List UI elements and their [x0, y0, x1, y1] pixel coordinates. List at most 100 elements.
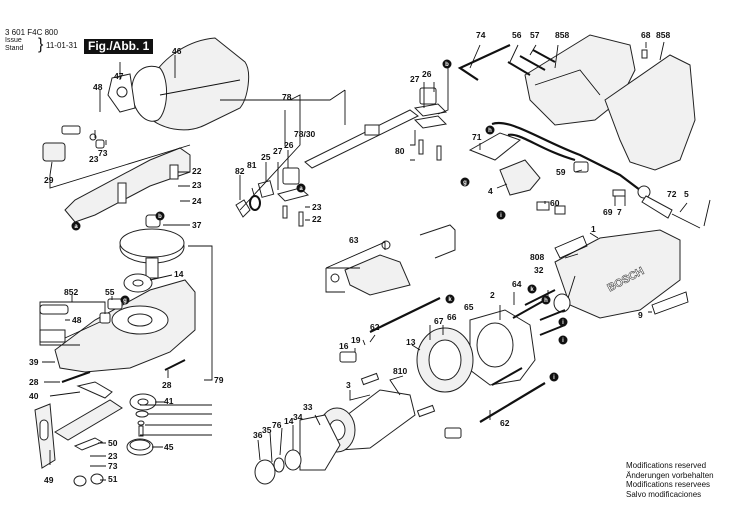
label-41: 41 [164, 396, 174, 406]
part-50-plate[interactable] [73, 437, 104, 451]
label-80: 80 [395, 146, 405, 156]
label-79: 79 [214, 375, 224, 385]
part-59-clip[interactable] [573, 161, 589, 173]
modifications-notice: Modifications reserved Änderungen vorbeh… [626, 461, 714, 499]
part-73-screw[interactable] [89, 133, 105, 149]
part-29-clamp[interactable] [42, 125, 81, 162]
part-82-washer[interactable] [235, 199, 251, 218]
svg-text:h: h [488, 128, 492, 134]
label-22: 22 [192, 166, 202, 176]
svg-text:i: i [500, 213, 502, 219]
part-1-motor-housing[interactable]: BOSCH [554, 229, 681, 319]
label-16: 16 [339, 341, 349, 351]
part-5-cable[interactable] [671, 213, 701, 229]
label-72: 72 [667, 189, 677, 199]
part-858-handle-right[interactable] [604, 54, 696, 171]
part-45-ring[interactable] [126, 438, 154, 456]
label-27: 27 [273, 146, 283, 156]
part-71-board[interactable] [468, 132, 522, 161]
label-40: 40 [29, 391, 39, 401]
part-47-guard-plate[interactable] [107, 73, 136, 113]
label-22b: 22 [312, 214, 322, 224]
label-13: 13 [406, 337, 416, 347]
part-wiring[interactable] [491, 121, 641, 191]
part-gear-wheel[interactable] [119, 228, 185, 279]
part-7-clamp[interactable] [612, 189, 626, 197]
part-60-terminal[interactable] [536, 201, 566, 215]
label-63: 63 [349, 235, 359, 245]
part-26-bushing-left[interactable] [282, 167, 300, 185]
marker-b-2: b [442, 59, 452, 69]
part-13-fan-housing[interactable] [416, 327, 474, 393]
part-808-label[interactable] [554, 235, 588, 259]
label-81: 81 [247, 160, 257, 170]
marker-g-2: g [460, 177, 470, 187]
mod-line-fr: Modifications reservees [626, 480, 711, 489]
leader-lines [39, 41, 711, 481]
part-14-bearing-top[interactable] [123, 273, 153, 293]
part-78-plunger-rod[interactable] [304, 109, 419, 169]
part-40-plate[interactable] [76, 381, 113, 399]
label-65: 65 [464, 302, 474, 312]
part-27-bracket-right[interactable] [413, 103, 448, 129]
part-72-cable-sleeve[interactable] [637, 185, 673, 219]
part-62-wire-lower[interactable] [479, 382, 546, 423]
label-78-30: 78/30 [294, 129, 316, 139]
label-28b: 28 [162, 380, 172, 390]
label-14b: 14 [284, 416, 294, 426]
part-2-stator[interactable] [469, 309, 536, 386]
label-5: 5 [684, 189, 689, 199]
part-28-screw-right[interactable] [164, 359, 186, 371]
label-19: 19 [351, 335, 361, 345]
part-carbon-brushes[interactable] [360, 372, 436, 418]
part-80-screws[interactable] [418, 139, 442, 161]
part-63-lever[interactable] [330, 224, 456, 296]
connection-markers: a b b a g g h h i i i i k k [71, 59, 568, 382]
part-32-bushing[interactable] [553, 293, 571, 313]
part-62-wire-upper[interactable] [369, 297, 441, 333]
label-74: 74 [476, 30, 486, 40]
label-76: 76 [272, 420, 282, 430]
label-26b: 26 [422, 69, 432, 79]
label-28: 28 [29, 377, 39, 387]
label-46: 46 [172, 46, 182, 56]
part-28-screw-left[interactable] [61, 371, 91, 383]
part-51-nuts[interactable] [73, 473, 104, 487]
part-55-connector[interactable] [107, 298, 123, 310]
label-3: 3 [346, 380, 351, 390]
part-41-bearing[interactable] [129, 393, 157, 411]
part-81-o-ring[interactable] [249, 195, 261, 211]
label-57: 57 [530, 30, 540, 40]
marker-b: b [155, 211, 165, 221]
label-37: 37 [192, 220, 202, 230]
part-74-hex-key[interactable] [457, 44, 511, 81]
part-16-brush-holder-right[interactable] [444, 427, 462, 439]
part-4-switch[interactable] [499, 159, 541, 196]
part-24-top-cover[interactable] [64, 147, 191, 223]
svg-text:i: i [562, 320, 564, 326]
part-46-front-housing[interactable] [131, 37, 250, 131]
marker-h: h [485, 125, 495, 135]
label-50: 50 [108, 438, 118, 448]
part-washers[interactable] [135, 410, 149, 437]
part-9-label[interactable] [651, 291, 689, 315]
part-22-23-screws[interactable] [282, 205, 304, 227]
label-78: 78 [282, 92, 292, 102]
label-32: 32 [534, 265, 544, 275]
part-68-pin[interactable] [641, 49, 648, 59]
part-36-cover[interactable] [254, 459, 276, 485]
part-56-57-screws[interactable] [507, 49, 556, 76]
svg-text:i: i [553, 375, 555, 381]
label-51: 51 [108, 474, 118, 484]
part-35-76-rings[interactable] [273, 457, 285, 473]
part-16-brush-holder[interactable] [339, 351, 357, 363]
svg-text:a: a [299, 186, 303, 192]
part-gear-housing[interactable] [54, 279, 196, 373]
part-stator-screws[interactable] [491, 289, 566, 386]
part-14-bearing-bottom[interactable] [284, 449, 302, 471]
label-858b: 858 [656, 30, 670, 40]
part-25-plate[interactable] [257, 180, 275, 198]
label-66: 66 [447, 312, 457, 322]
label-33: 33 [303, 402, 313, 412]
